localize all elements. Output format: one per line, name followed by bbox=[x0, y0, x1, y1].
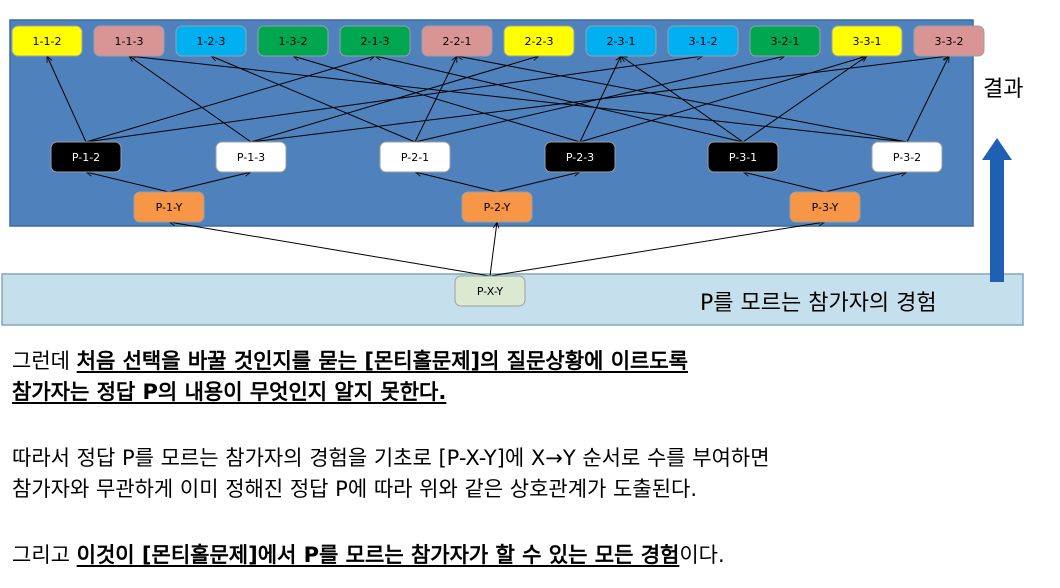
edge-arrow bbox=[129, 56, 252, 143]
edge-arrow bbox=[415, 172, 498, 193]
edge-arrow bbox=[489, 222, 825, 277]
level2-node: P-2-3 bbox=[544, 141, 616, 173]
p1-bold-line1: 처음 선택을 바꿀 것인지를 묻는 [몬티홀문제]의 질문상황에 이르도록 bbox=[76, 349, 688, 373]
node-label: 2-1-3 bbox=[361, 35, 390, 48]
paragraph-3: 그리고 이것이 [몬티홀문제]에서 P를 모르는 참가자가 할 수 있는 모든 … bbox=[12, 540, 1052, 571]
edge-arrow bbox=[824, 172, 907, 193]
edge-arrow bbox=[375, 56, 744, 143]
experience-label: P를 모르는 참가자의 경험 bbox=[700, 291, 937, 316]
edge-arrow bbox=[489, 222, 497, 277]
level1-node: P-3-Y bbox=[789, 191, 861, 223]
node-label: 3-1-2 bbox=[689, 35, 718, 48]
node-label: 2-3-1 bbox=[607, 35, 636, 48]
result-node: 2-2-1 bbox=[421, 25, 493, 57]
result-node: 2-3-1 bbox=[585, 25, 657, 57]
node-label: P-2-Y bbox=[484, 201, 511, 214]
result-node: 3-3-2 bbox=[913, 25, 985, 57]
p3-normal: 그리고 bbox=[12, 543, 77, 567]
edges-layer bbox=[46, 56, 949, 277]
node-label: 1-1-3 bbox=[115, 35, 144, 48]
result-node: 3-2-1 bbox=[749, 25, 821, 57]
node-label: 1-3-2 bbox=[279, 35, 308, 48]
edge-arrow bbox=[169, 222, 491, 277]
edge-arrow bbox=[906, 56, 949, 143]
edge-arrow bbox=[579, 56, 622, 143]
up-arrow-icon bbox=[982, 138, 1012, 282]
edge-arrow bbox=[129, 56, 908, 143]
paragraph-2: 따라서 정답 P를 모르는 참가자의 경험을 기초로 [P-X-Y]에 X→Y … bbox=[12, 443, 1052, 505]
node-label: P-X-Y bbox=[477, 285, 503, 298]
node-label: P-1-3 bbox=[237, 151, 265, 164]
node-label: 3-3-2 bbox=[935, 35, 964, 48]
p3-end: 이다. bbox=[679, 543, 725, 567]
nodes-layer: P-X-Y P-1-Y P-2-Y P-3-Y P-1-2 P-1-3 P-2-1 P-2-3… bbox=[11, 25, 985, 307]
edge-arrow bbox=[496, 172, 580, 193]
result-node: 2-2-3 bbox=[503, 25, 575, 57]
p1-bold-line2: 참가자는 정답 P의 내용이 무엇인지 알지 못한다. bbox=[12, 380, 447, 404]
edge-arrow bbox=[250, 56, 539, 143]
node-label: 2-2-3 bbox=[525, 35, 554, 48]
edge-arrow bbox=[86, 172, 170, 193]
level1-node: P-2-Y bbox=[461, 191, 533, 223]
node-label: P-3-2 bbox=[893, 151, 921, 164]
node-label: 1-2-3 bbox=[197, 35, 226, 48]
node-label: 2-2-1 bbox=[443, 35, 472, 48]
level2-node: P-1-3 bbox=[215, 141, 287, 173]
level2-node: P-2-1 bbox=[379, 141, 451, 173]
node-label: 3-3-1 bbox=[853, 35, 882, 48]
edge-arrow bbox=[211, 56, 416, 143]
node-label: 3-2-1 bbox=[771, 35, 800, 48]
result-node: 1-2-3 bbox=[175, 25, 247, 57]
root-node: P-X-Y bbox=[454, 275, 526, 307]
edge-arrow bbox=[742, 56, 867, 143]
node-label: 1-1-2 bbox=[33, 35, 62, 48]
result-node: 3-3-1 bbox=[831, 25, 903, 57]
result-label: 결과 bbox=[983, 77, 1024, 102]
edge-arrow bbox=[579, 56, 867, 143]
paragraph-1: 그런데 처음 선택을 바꿀 것인지를 묻는 [몬티홀문제]의 질문상황에 이르도… bbox=[12, 346, 1052, 408]
node-label: P-3-1 bbox=[729, 151, 757, 164]
result-node: 1-3-2 bbox=[257, 25, 329, 57]
p3-bold: 이것이 [몬티홀문제]에서 P를 모르는 참가자가 할 수 있는 모든 경험 bbox=[76, 543, 680, 567]
node-label: P-2-3 bbox=[566, 151, 594, 164]
edge-arrow bbox=[46, 56, 87, 143]
result-node: 2-1-3 bbox=[339, 25, 411, 57]
p2-line1: 따라서 정답 P를 모르는 참가자의 경험을 기초로 [P-X-Y]에 X→Y … bbox=[12, 446, 770, 470]
result-node: 1-1-2 bbox=[11, 25, 83, 57]
level2-node: P-3-1 bbox=[707, 141, 779, 173]
edge-arrow bbox=[743, 172, 826, 193]
node-label: P-1-2 bbox=[72, 151, 100, 164]
edge-arrow bbox=[168, 172, 251, 193]
edge-arrow bbox=[293, 56, 581, 143]
relationship-diagram: P-X-Y P-1-Y P-2-Y P-3-Y P-1-2 P-1-3 P-2-1 P-2-3… bbox=[1, 19, 1024, 326]
level2-node: P-3-2 bbox=[871, 141, 943, 173]
p2-line2: 참가자와 무관하게 이미 정해진 정답 P에 따라 위와 같은 상호관계가 도출… bbox=[12, 477, 698, 501]
result-node: 1-1-3 bbox=[93, 25, 165, 57]
level1-node: P-1-Y bbox=[133, 191, 205, 223]
level2-node: P-1-2 bbox=[50, 141, 122, 173]
node-label: P-3-Y bbox=[812, 201, 839, 214]
node-label: P-1-Y bbox=[156, 201, 183, 214]
result-node: 3-1-2 bbox=[667, 25, 739, 57]
node-label: P-2-1 bbox=[401, 151, 429, 164]
p1-normal: 그런데 bbox=[12, 349, 77, 373]
edge-arrow bbox=[457, 56, 908, 143]
edge-arrow bbox=[85, 56, 375, 143]
